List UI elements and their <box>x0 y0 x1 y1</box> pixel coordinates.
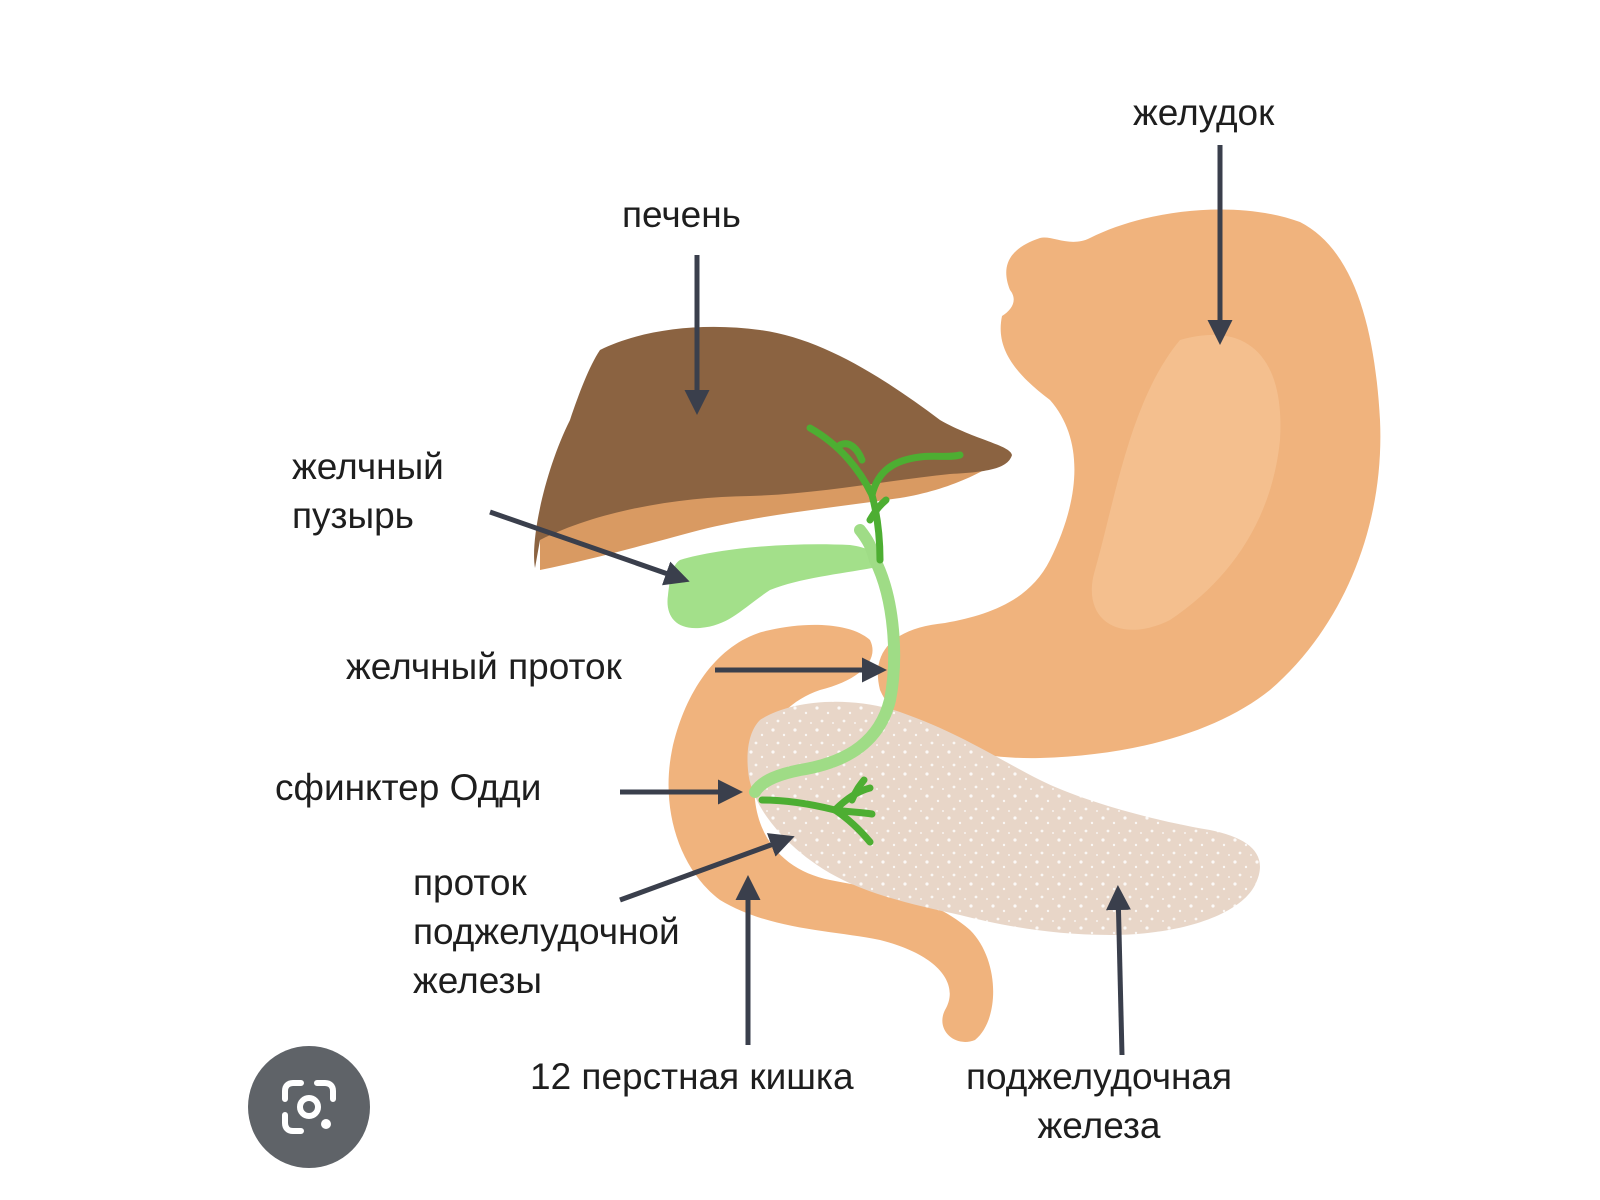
bile-duct-label: желчный проток <box>346 642 622 691</box>
pancreas-label-line-1: поджелудочная <box>966 1056 1233 1097</box>
pancreas-arrow <box>1105 885 1131 1056</box>
pancreatic-duct-label-line-1: проток <box>413 862 527 903</box>
pancreas-label: поджелудочная железа <box>966 1052 1232 1150</box>
liver-label: печень <box>622 190 741 239</box>
sphincter-oddi-label-text: сфинктер Одди <box>275 767 542 808</box>
pancreatic-duct-arrow <box>619 833 795 903</box>
pancreatic-duct-label-line-2: поджелудочной <box>413 911 680 952</box>
lens-search-button[interactable] <box>248 1046 370 1168</box>
bile-duct <box>749 554 901 798</box>
gallbladder-arrow <box>489 509 690 586</box>
sphincter-oddi-label: сфинктер Одди <box>275 763 541 812</box>
gallbladder-shape <box>667 544 878 629</box>
liver-label-text: печень <box>622 194 741 235</box>
liver-shape <box>534 326 1012 568</box>
duodenum-label-text: 12 перстная кишка <box>530 1056 854 1097</box>
gallbladder-label-line-2: пузырь <box>292 495 414 536</box>
duodenum-shape <box>668 624 994 1042</box>
pancreatic-duct-label: проток поджелудочной железы <box>413 858 680 1005</box>
pancreatic-duct-label-line-3: железы <box>413 960 543 1001</box>
duodenum-label: 12 перстная кишка <box>530 1052 854 1101</box>
stomach-highlight <box>1091 334 1281 630</box>
gallbladder-label-line-1: желчный <box>292 446 444 487</box>
hepatic-duct-branches <box>806 424 964 564</box>
pancreas-label-line-2: железа <box>1037 1105 1161 1146</box>
stomach-label: желудок <box>1133 88 1274 137</box>
liver-underside <box>540 452 1010 570</box>
gallbladder-label: желчный пузырь <box>292 442 444 540</box>
google-lens-icon <box>282 1080 336 1134</box>
bile-duct-label-text: желчный проток <box>346 646 622 687</box>
pancreas-shape <box>747 701 1260 935</box>
common-duct-junction <box>854 524 881 566</box>
pancreatic-duct-branches <box>758 776 876 846</box>
stomach-label-text: желудок <box>1133 92 1275 133</box>
